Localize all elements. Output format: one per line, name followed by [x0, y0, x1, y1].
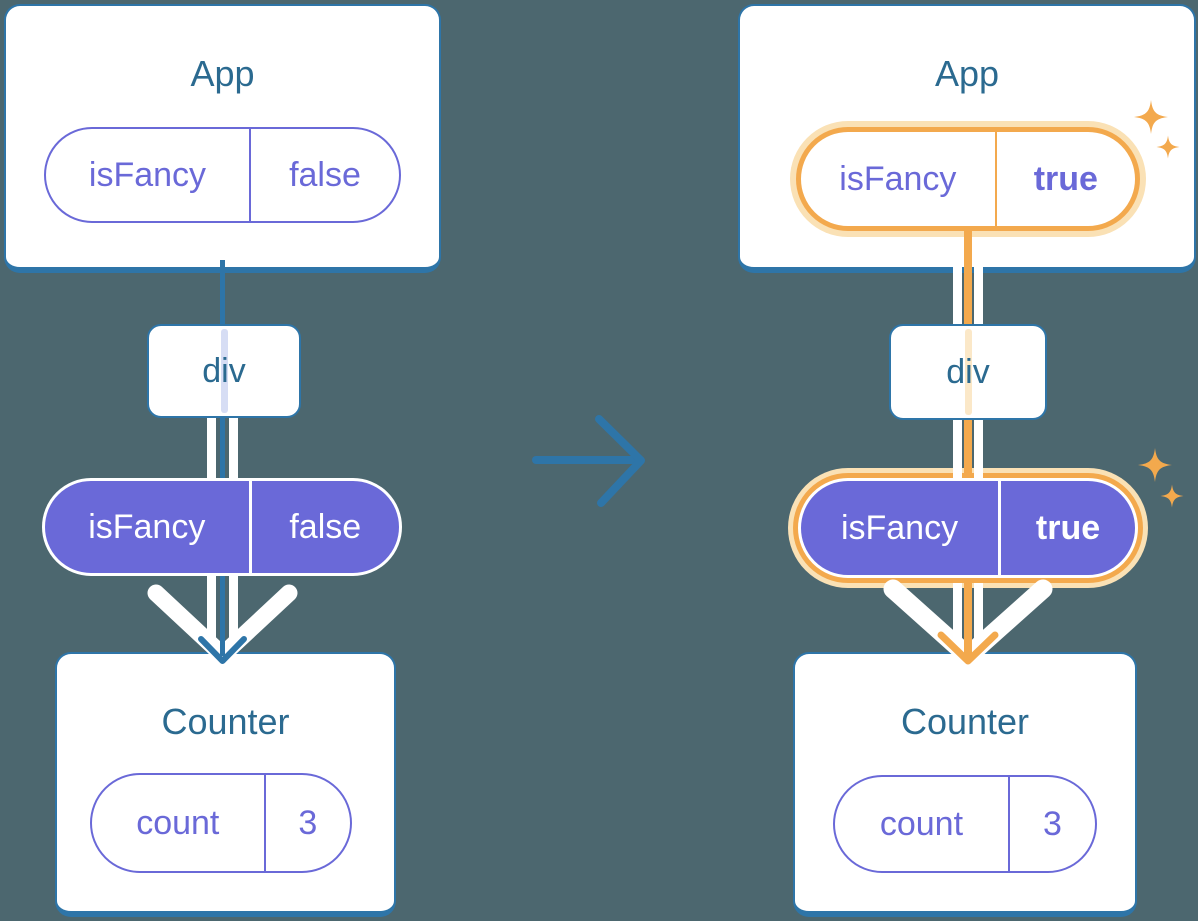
app-state-pill-after: isFancy true — [796, 127, 1140, 231]
app-card-before: App isFancy false — [4, 4, 441, 273]
counter-title-before: Counter — [161, 701, 290, 742]
flow-arrowhead-white — [883, 579, 1053, 666]
prop-value: true — [1035, 508, 1101, 547]
counter-title-after: Counter — [900, 701, 1030, 742]
state-name: count — [92, 775, 266, 871]
counter-card-before: Counter count 3 — [55, 652, 396, 917]
prop-name: isFancy — [45, 481, 252, 573]
flow-arrowhead-white — [147, 584, 298, 664]
app-card-after: App isFancy true — [738, 4, 1196, 273]
state-name: count — [835, 777, 1010, 871]
div-label: div — [202, 351, 246, 390]
arrow-right-icon — [532, 415, 645, 507]
prop-flow-arrow-after — [883, 260, 1053, 666]
app-state-pill-before: isFancy false — [44, 127, 401, 223]
app-title-before: App — [190, 53, 255, 94]
edge-through-line — [220, 329, 228, 413]
div-node-after: div — [889, 324, 1047, 420]
state-name: isFancy — [46, 129, 251, 221]
passed-prop-pill-before: isFancy false — [42, 478, 402, 576]
sparkle-icon — [1138, 448, 1184, 508]
counter-card-after: Counter count 3 — [793, 652, 1137, 917]
state-value: 3 — [1042, 804, 1062, 843]
prop-name: isFancy — [801, 481, 1002, 575]
tree-edge-arrowhead-before — [198, 576, 247, 664]
edge-through-line — [964, 329, 972, 415]
app-title-after: App — [934, 53, 1000, 94]
counter-state-pill-before: count 3 — [90, 773, 352, 873]
passed-prop-pill-after: isFancy true — [798, 478, 1138, 578]
state-value: 3 — [298, 803, 318, 842]
tree-edge-after — [937, 231, 999, 665]
state-name: isFancy — [801, 132, 997, 226]
prop-value: false — [289, 507, 362, 546]
div-node-before: div — [147, 324, 301, 418]
counter-state-pill-after: count 3 — [833, 775, 1097, 873]
div-label: div — [946, 352, 990, 391]
state-value: false — [289, 155, 361, 194]
state-value: true — [1033, 159, 1098, 198]
